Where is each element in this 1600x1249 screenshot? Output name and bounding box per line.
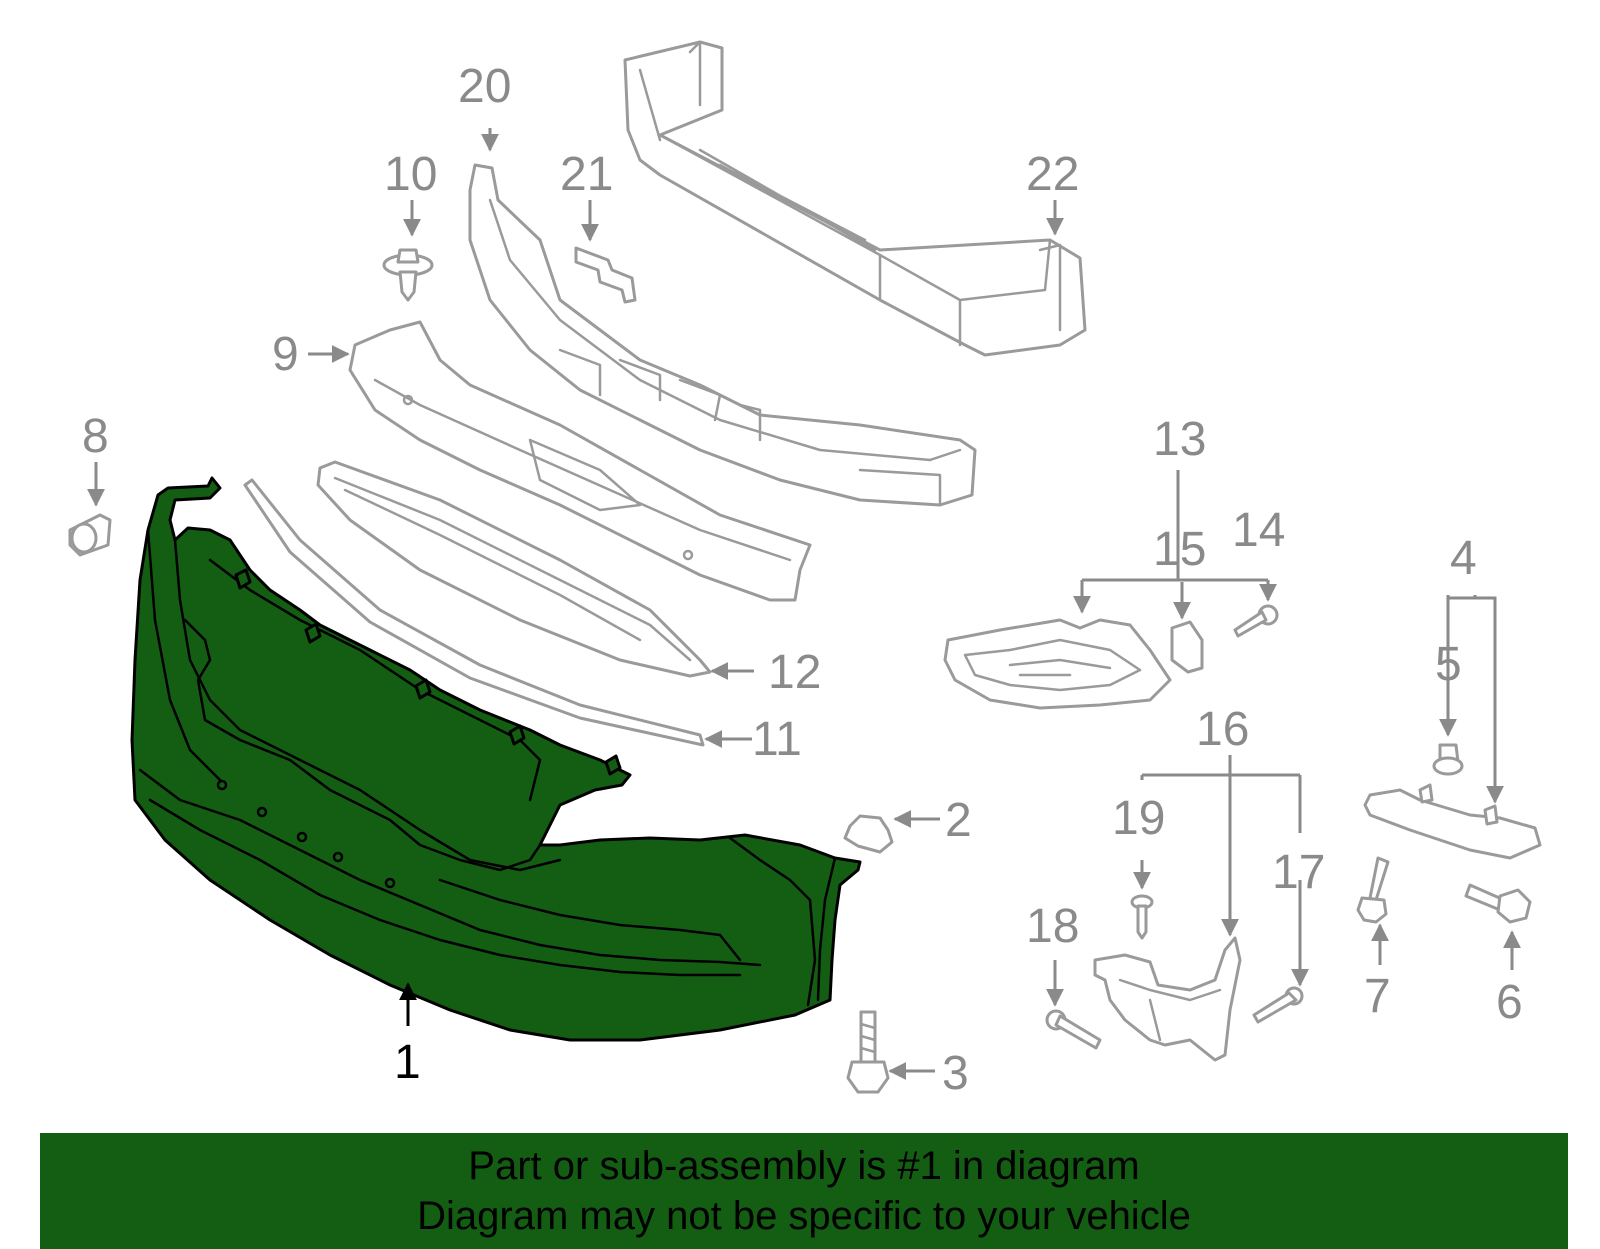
bolt-part[interactable] bbox=[846, 1010, 890, 1094]
callout-22: 22 bbox=[1026, 148, 1079, 201]
callout-10: 10 bbox=[384, 148, 437, 201]
callout-11: 11 bbox=[752, 713, 802, 766]
callout-15: 15 bbox=[1153, 523, 1206, 576]
callout-2: 2 bbox=[945, 794, 972, 847]
callout-19: 19 bbox=[1112, 792, 1165, 845]
leader-lines bbox=[87, 128, 1521, 1080]
cover-pin-part[interactable] bbox=[1252, 986, 1304, 1024]
push-clip-part[interactable] bbox=[382, 248, 434, 302]
cap-part[interactable] bbox=[68, 513, 112, 557]
bracket-screw-part[interactable] bbox=[1464, 883, 1532, 924]
callout-8: 8 bbox=[82, 410, 109, 463]
callout-numbers: 1 2 3 4 5 6 7 8 9 10 11 12 13 14 15 16 1… bbox=[82, 60, 1523, 1100]
upper-support-part[interactable] bbox=[348, 320, 812, 602]
retainer-clip-part[interactable] bbox=[1432, 743, 1464, 776]
callout-18: 18 bbox=[1026, 900, 1079, 953]
callout-14: 14 bbox=[1232, 504, 1285, 557]
callout-6: 6 bbox=[1496, 976, 1523, 1029]
fog-lamp-screw-part[interactable] bbox=[1233, 604, 1279, 638]
callout-1: 1 bbox=[394, 1036, 421, 1089]
callout-5: 5 bbox=[1435, 638, 1462, 691]
callout-7: 7 bbox=[1364, 970, 1391, 1023]
moulding-strip-part[interactable] bbox=[243, 478, 705, 747]
callout-9: 9 bbox=[272, 328, 299, 381]
absorber-bracket-part[interactable] bbox=[574, 246, 637, 304]
fog-lamp-insert-part[interactable] bbox=[1170, 620, 1204, 674]
fog-lamp-housing-part[interactable] bbox=[943, 618, 1172, 710]
callout-16: 16 bbox=[1196, 703, 1249, 756]
energy-absorber-part[interactable] bbox=[468, 163, 977, 507]
callout-3: 3 bbox=[942, 1047, 969, 1100]
bumper-cover-part[interactable] bbox=[130, 476, 862, 1042]
callout-20: 20 bbox=[458, 60, 511, 113]
cover-screw-part[interactable] bbox=[1045, 1009, 1102, 1050]
callout-4: 4 bbox=[1450, 532, 1477, 585]
grille-part[interactable] bbox=[316, 460, 712, 678]
side-bracket-part[interactable] bbox=[1363, 783, 1542, 860]
reinforcement-beam-part[interactable] bbox=[623, 40, 1087, 357]
callout-12: 12 bbox=[768, 646, 821, 699]
info-banner: Part or sub-assembly is #1 in diagram Di… bbox=[40, 1133, 1568, 1249]
bracket-bolt-part[interactable] bbox=[1356, 856, 1390, 924]
callout-13: 13 bbox=[1153, 413, 1206, 466]
under-cover-part[interactable] bbox=[1093, 936, 1242, 1062]
pin-clip-part[interactable] bbox=[1130, 894, 1154, 940]
nut-part[interactable] bbox=[843, 814, 894, 854]
callout-17: 17 bbox=[1272, 846, 1325, 899]
banner-line-1: Part or sub-assembly is #1 in diagram bbox=[468, 1144, 1140, 1188]
banner-line-2: Diagram may not be specific to your vehi… bbox=[417, 1194, 1191, 1238]
callout-21: 21 bbox=[560, 148, 613, 201]
